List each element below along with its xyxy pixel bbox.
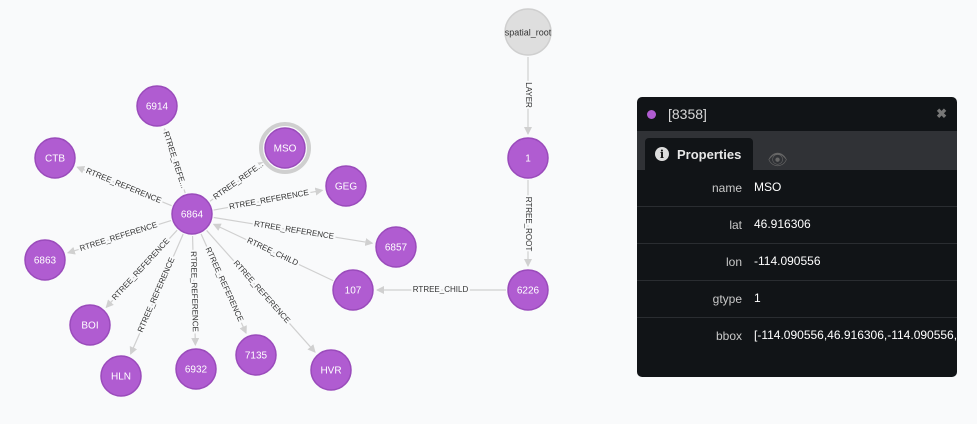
relationship-label: RTREE_CHILD xyxy=(246,236,300,268)
node-7135[interactable]: 7135 xyxy=(235,334,277,376)
relationship-label: RTREE_REFERENCE xyxy=(228,188,309,211)
relationship-label: RTREE_REFE... xyxy=(161,130,188,189)
relationship-rtree-reference[interactable]: RTREE_REFERENCE xyxy=(76,164,172,207)
property-value: [-114.090556,46.916306,-114.090556,46.91… xyxy=(754,328,957,342)
node-label: HLN xyxy=(111,372,131,383)
tab-properties-label: Properties xyxy=(677,146,742,162)
close-icon[interactable]: ✖ xyxy=(936,106,947,121)
node-mso[interactable]: MSO xyxy=(259,122,311,174)
relationship-label: RTREE_ROOT xyxy=(524,197,533,252)
node-spatial_root[interactable]: spatial_root xyxy=(504,8,552,56)
property-key: gtype xyxy=(712,292,742,306)
node-6226[interactable]: 6226 xyxy=(507,269,549,311)
property-row: lon -114.090556 xyxy=(637,244,957,281)
property-row: gtype 1 xyxy=(637,281,957,318)
tab-properties[interactable]: i Properties xyxy=(645,138,754,170)
property-row: lat 46.916306 xyxy=(637,207,957,244)
relationship-layer[interactable]: LAYER xyxy=(522,57,535,135)
node-hln[interactable]: HLN xyxy=(100,355,142,397)
property-key: lon xyxy=(725,255,742,269)
relationship-label: RTREE_REFERENCE xyxy=(78,220,158,253)
node-label: 107 xyxy=(345,286,362,297)
relationship-rtree-refe-[interactable]: RTREE_REFE... xyxy=(209,158,267,204)
panel-title: [8358] xyxy=(668,106,707,122)
properties-table: name MSO lat 46.916306 lon -114.090556 gtype 1 b… xyxy=(637,170,957,354)
node-geg[interactable]: GEG xyxy=(325,165,367,207)
relationship-label: RTREE_REFE... xyxy=(211,160,265,202)
relationship-label: RTREE_REFERENCE xyxy=(204,246,246,323)
node-label: 6864 xyxy=(181,210,204,221)
property-value: 1 xyxy=(754,291,761,305)
relationship-label: RTREE_REFERENCE xyxy=(253,219,334,241)
property-value: 46.916306 xyxy=(754,217,811,231)
relationship-rtree-child[interactable]: RTREE_CHILD xyxy=(376,283,506,296)
node-boi[interactable]: BOI xyxy=(69,304,111,346)
node-hvr[interactable]: HVR xyxy=(310,349,352,391)
relationship-label: RTREE_CHILD xyxy=(413,285,469,294)
inspector-panel: [8358] ✖ i Properties 👁 name MSO lat 46.916… xyxy=(637,97,957,377)
node-label: MSO xyxy=(274,144,297,155)
property-key: name xyxy=(711,181,742,195)
relationship-rtree-root[interactable]: RTREE_ROOT xyxy=(522,180,535,267)
property-row: name MSO xyxy=(637,170,957,207)
relationship-label: RTREE_REFERENCE xyxy=(189,251,200,332)
relationship-rtree-refe-[interactable]: RTREE_REFE... xyxy=(159,127,190,194)
node-6863[interactable]: 6863 xyxy=(24,239,66,281)
relationship-rtree-reference[interactable]: RTREE_REFERENCE xyxy=(213,216,374,246)
relationship-label: LAYER xyxy=(524,82,533,108)
relationship-rtree-reference[interactable]: RTREE_REFERENCE xyxy=(187,235,202,347)
node-6932[interactable]: 6932 xyxy=(175,348,217,390)
property-value: -114.090556 xyxy=(754,254,821,268)
node-color-dot xyxy=(647,109,656,119)
node-label: BOI xyxy=(81,321,98,332)
node-label: 6226 xyxy=(517,286,540,297)
info-icon: i xyxy=(655,147,669,161)
node-label: 6914 xyxy=(146,102,169,113)
node-6857[interactable]: 6857 xyxy=(375,226,417,268)
node-label: CTB xyxy=(45,154,65,165)
node-6914[interactable]: 6914 xyxy=(136,85,178,127)
node-label: 6857 xyxy=(385,243,408,254)
property-value: MSO xyxy=(754,180,782,194)
node-label: 6932 xyxy=(185,365,208,376)
panel-tabs: i Properties 👁 xyxy=(637,131,957,170)
panel-header: [8358] ✖ xyxy=(637,97,957,131)
node-1[interactable]: 1 xyxy=(507,137,549,179)
node-6864[interactable]: 6864 xyxy=(171,193,213,235)
node-107[interactable]: 107 xyxy=(332,269,374,311)
node-label: GEG xyxy=(335,182,357,193)
node-label: HVR xyxy=(320,366,341,377)
property-row: bbox [-114.090556,46.916306,-114.090556,4… xyxy=(637,318,957,354)
node-label: 6863 xyxy=(34,256,57,267)
node-label: spatial_root xyxy=(505,27,552,37)
relationship-label: RTREE_REFERENCE xyxy=(85,166,163,205)
node-label: 7135 xyxy=(245,351,268,362)
property-key: bbox xyxy=(715,329,742,343)
node-ctb[interactable]: CTB xyxy=(34,137,76,179)
eye-icon[interactable]: 👁 xyxy=(767,152,788,169)
property-key: lat xyxy=(729,218,742,232)
node-label: 1 xyxy=(525,154,531,165)
